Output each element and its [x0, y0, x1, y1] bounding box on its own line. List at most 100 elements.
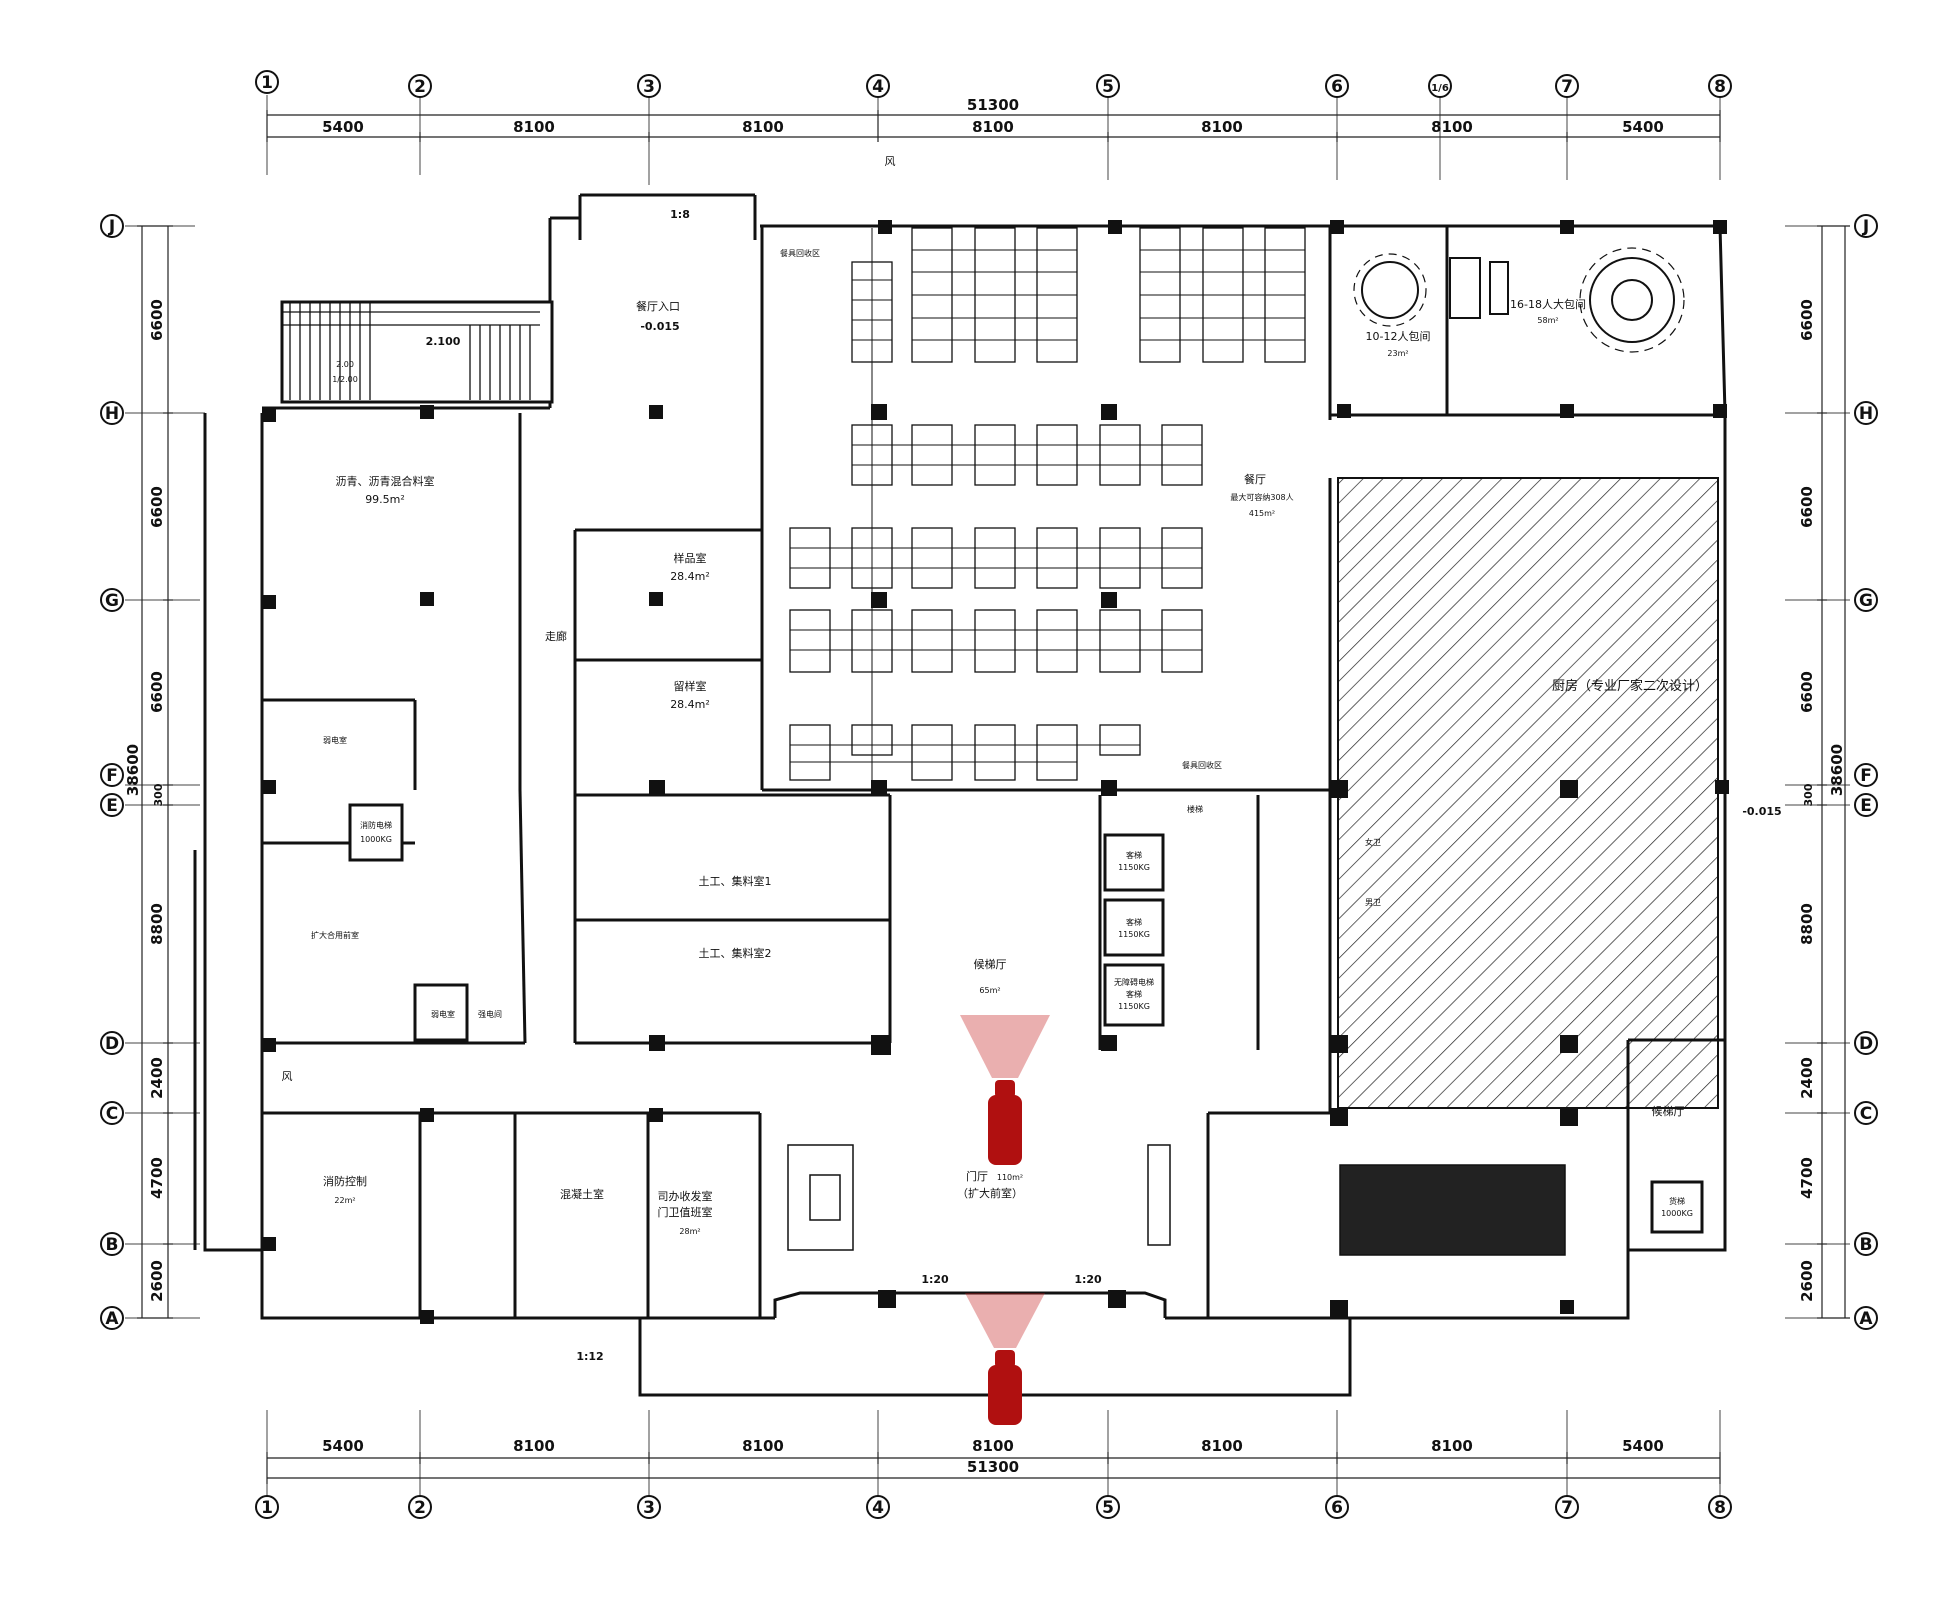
dining-table-dividers [790, 228, 1305, 780]
slope-door-left: 1:20 [921, 1273, 949, 1286]
right-total-dim: 38600 [1828, 744, 1846, 796]
male-wc: 男卫 [1365, 898, 1381, 907]
lobby-note: （扩大前室） [957, 1186, 1023, 1200]
left-span-dim: 4700 [148, 1157, 166, 1199]
room-label-elevator-hall: 候梯厅 [974, 957, 1007, 971]
left-total-dim: 38600 [124, 744, 142, 796]
fire-control-area: 22m² [334, 1196, 355, 1205]
fire-elevator-cap: 1000KG [360, 835, 392, 844]
axis-row-label: A [105, 1309, 119, 1329]
axis-row-label: C [106, 1104, 118, 1124]
dining-capacity: 最大可容纳308人 [1230, 492, 1293, 502]
axis-col-label: 2 [414, 1498, 426, 1518]
private-small-area: 23m² [1387, 349, 1408, 358]
room-label-power: 弱电室 [323, 735, 347, 745]
top-span-dim: 8100 [742, 118, 784, 136]
slope-door-right: 1:20 [1074, 1273, 1102, 1286]
room-label-soil-2: 土工、集料室2 [699, 946, 772, 960]
building-walls [193, 193, 1727, 1397]
elevator-cap: 1150KG [1118, 863, 1150, 872]
left-span-dim: 300 [152, 783, 165, 806]
axis-labels: 1 2 3 4 5 6 1/6 7 8 1 2 3 4 5 6 7 8 J H … [105, 73, 1874, 1518]
axis-col-label: 5 [1102, 1498, 1114, 1518]
elevator-label: 客梯 [1126, 917, 1142, 927]
right-span-dim: 8800 [1798, 903, 1816, 945]
axis-col-label: 4 [872, 1498, 884, 1518]
bottom-span-dim: 5400 [1622, 1437, 1664, 1455]
top-span-dim: 8100 [972, 118, 1014, 136]
right-span-dim: 6600 [1798, 671, 1816, 713]
room-area-retain: 28.4m² [670, 698, 710, 711]
top-span-dim: 8100 [1431, 118, 1473, 136]
room-label-guard: 司办收发室 [658, 1189, 713, 1203]
lobby-area: 110m² [997, 1173, 1023, 1182]
lobby-furniture [787, 1144, 1566, 1256]
axis-col-label: 4 [872, 77, 884, 97]
axis-col-label: 3 [643, 77, 655, 97]
axis-row-label: H [105, 404, 119, 424]
level-entrance: -0.015 [640, 320, 679, 333]
wind-shaft: 风 [282, 1070, 293, 1083]
top-span-dim: 8100 [1201, 118, 1243, 136]
fire-elevator-label: 消防电梯 [360, 820, 392, 830]
room-label-fire-control: 消防控制 [323, 1174, 367, 1188]
left-span-dim: 2600 [148, 1260, 166, 1302]
elevator-hall-area: 65m² [979, 986, 1000, 995]
bottom-span-dim: 8100 [972, 1437, 1014, 1455]
axis-col-label: 7 [1561, 77, 1573, 97]
room-area-sample: 28.4m² [670, 570, 710, 583]
stair-treads [282, 302, 540, 400]
guard-area: 28m² [679, 1227, 700, 1236]
room-label-asphalt: 沥青、沥青混合料室 [336, 474, 435, 488]
axis-row-label: B [1860, 1235, 1873, 1255]
bottom-span-dim: 8100 [742, 1437, 784, 1455]
weak-room: 弱电室 [431, 1009, 455, 1019]
axis-col-label: 8 [1714, 1498, 1726, 1518]
right-span-dim: 2600 [1798, 1260, 1816, 1302]
axis-row-label: E [106, 796, 118, 816]
top-dimensions: 51300 5400 8100 8100 8100 8100 8100 5400 [266, 96, 1721, 142]
bottom-dimensions: 5400 8100 8100 8100 8100 8100 5400 51300 [266, 1437, 1721, 1484]
axis-row-label: E [1860, 796, 1872, 816]
bottom-span-dim: 8100 [1201, 1437, 1243, 1455]
axis-col-label: 7 [1561, 1498, 1573, 1518]
axis-col-label: 1 [261, 73, 273, 93]
axis-row-label: F [106, 766, 118, 786]
room-label-private-large: 16-18人大包间 [1510, 297, 1586, 311]
bottom-span-dim: 8100 [513, 1437, 555, 1455]
right-span-dim: 300 [1802, 783, 1815, 806]
left-span-dim: 8800 [148, 903, 166, 945]
room-labels: 餐厅入口 -0.015 2.100 2.00 1/2.00 1:8 沥青、沥青混… [282, 155, 1782, 1363]
room-label-concrete: 混凝土室 [560, 1187, 604, 1201]
axis-row-label: G [1859, 591, 1873, 611]
top-span-dim: 5400 [1622, 118, 1664, 136]
room-area-asphalt: 99.5m² [365, 493, 405, 506]
room-label-private-small: 10-12人包间 [1366, 330, 1431, 343]
bottom-total-dim: 51300 [967, 1458, 1019, 1476]
elevator-shafts [348, 803, 1704, 1234]
level-east: -0.015 [1742, 805, 1781, 818]
room-label-lobby: 门厅 [966, 1169, 988, 1183]
elevator-label: 无障碍电梯 [1114, 977, 1154, 987]
kitchen-hatch [1337, 477, 1719, 1109]
axis-row-label: D [1859, 1034, 1873, 1054]
tableware-label: 餐具回收区 [1182, 760, 1222, 770]
room-label-dining: 餐厅 [1244, 472, 1266, 486]
elevator-label: 客梯 [1126, 850, 1142, 860]
freight-cap: 1000KG [1661, 1209, 1693, 1218]
strong-room: 强电间 [478, 1009, 502, 1019]
bottom-span-dim: 8100 [1431, 1437, 1473, 1455]
top-span-dim: 5400 [322, 118, 364, 136]
room-label-corridor: 走廊 [545, 629, 567, 643]
axis-row-label: H [1859, 404, 1873, 424]
room-label-guard-2: 门卫值班室 [658, 1205, 713, 1219]
axis-row-label: C [1860, 1104, 1872, 1124]
right-span-dim: 6600 [1798, 486, 1816, 528]
elevator-label-b: 客梯 [1126, 989, 1142, 999]
axis-row-label: A [1859, 1309, 1873, 1329]
right-span-dim: 2400 [1798, 1057, 1816, 1099]
level-stair: 2.100 [426, 335, 461, 348]
axis-row-label: F [1860, 766, 1872, 786]
room-label-kitchen: 厨房（专业厂家二次设计） [1552, 678, 1708, 694]
axis-row-label: B [106, 1235, 119, 1255]
